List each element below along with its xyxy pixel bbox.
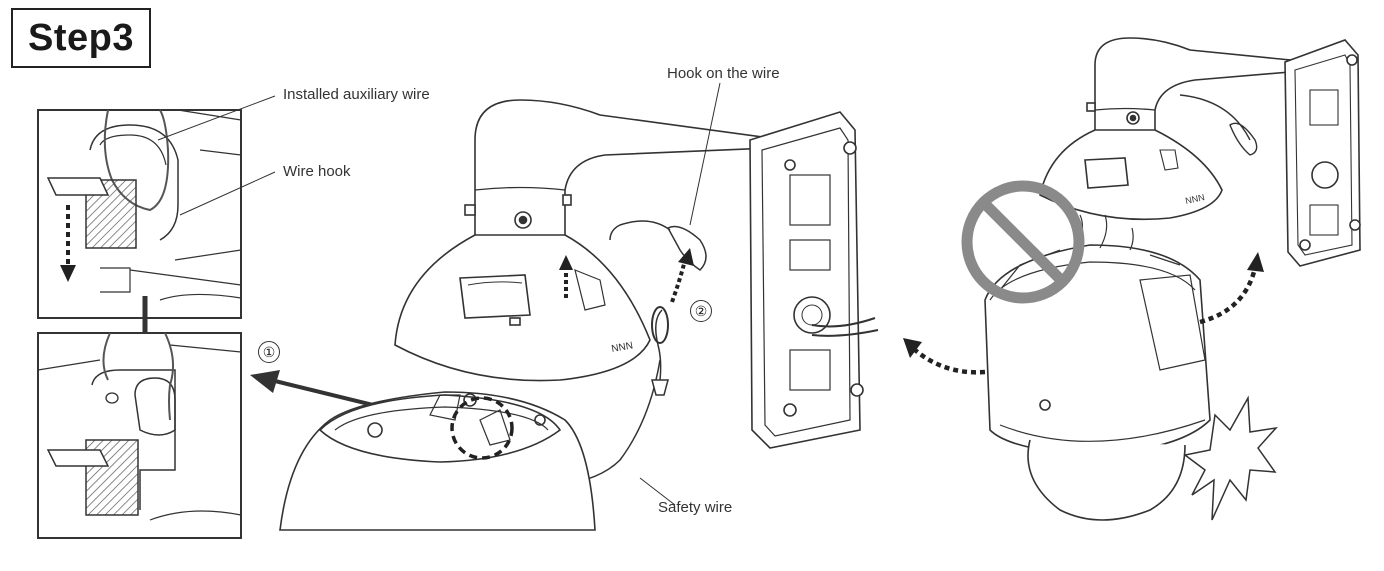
pointer-installed-wire [157,95,276,141]
wall-mount-plate-center [749,111,879,449]
detail-panel-bottom [37,332,242,539]
dotted-arrow-up-right-panel [1199,252,1264,325]
label-wire-hook: Wire hook [283,163,351,180]
wall-mount-plate-right [1284,39,1361,267]
wire-hook-right [1179,94,1258,156]
step-title-box: Step3 [11,8,151,68]
step-title: Step3 [28,16,134,59]
pointer-wire-hook [179,171,276,216]
wall-bracket-center: NNN [394,99,771,382]
label-safety-wire: Safety wire [658,499,733,516]
detail-panel-top [37,109,242,319]
dotted-arrow-left-right-panel [903,338,986,375]
arrow-step-2 [670,248,694,303]
label-installed-auxiliary-wire: Installed auxiliary wire [283,86,430,103]
step-number-2: ② [690,300,712,322]
impact-burst-icon [1183,395,1278,521]
step-number-1: ① [258,341,280,363]
camera-body-right [984,214,1211,521]
svg-text:NNN: NNN [611,340,634,355]
prohibition-sign-icon [961,180,1085,304]
svg-text:NNN: NNN [1184,192,1205,206]
wall-bracket-right: NNN [1039,37,1291,221]
label-hook-on-the-wire: Hook on the wire [667,65,780,82]
camera-body-center [279,391,596,531]
